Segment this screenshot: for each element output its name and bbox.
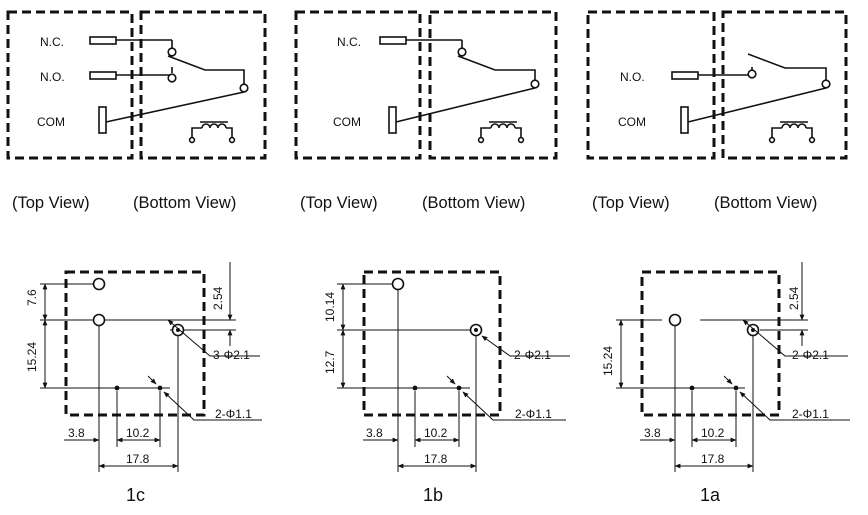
arm-pivot bbox=[239, 83, 249, 93]
bottom-view-caption: (Bottom View) bbox=[714, 194, 817, 212]
coil-symbol bbox=[768, 121, 816, 144]
nc-label: N.C. bbox=[337, 35, 361, 49]
nc-pin bbox=[379, 36, 407, 45]
dim-top-v: 7.6 bbox=[25, 289, 39, 306]
dim-left-v: 15.24 bbox=[601, 346, 615, 376]
hole-small bbox=[456, 385, 462, 391]
com-label: COM bbox=[333, 115, 361, 129]
arm-pivot bbox=[821, 79, 831, 89]
dim-left-v: 15.24 bbox=[25, 342, 39, 372]
hole-large bbox=[668, 313, 682, 327]
no-label: N.O. bbox=[40, 70, 65, 84]
footprint-1b: 10.14 12.7 2-Φ2.1 2-Φ1.1 3.8 10.2 17.8 1… bbox=[323, 270, 570, 505]
bottom-view-box bbox=[139, 10, 267, 160]
bottom-view-box bbox=[428, 10, 558, 160]
hole-small bbox=[689, 385, 695, 391]
top-view-box bbox=[586, 10, 716, 160]
nc-contact bbox=[167, 47, 177, 57]
dim-right-v: 2.54 bbox=[787, 286, 801, 310]
dim-top-v: 10.14 bbox=[323, 292, 337, 322]
hole-small bbox=[157, 385, 163, 391]
com-pin bbox=[680, 106, 689, 134]
com-label: COM bbox=[37, 115, 65, 129]
bottom-view-box bbox=[721, 10, 848, 160]
top-view-caption: (Top View) bbox=[300, 194, 378, 212]
footprint-caption: 1a bbox=[700, 485, 721, 505]
hole-large bbox=[92, 313, 106, 327]
nc-label: N.C. bbox=[40, 35, 64, 49]
coil-symbol bbox=[188, 121, 236, 144]
outline-box bbox=[640, 270, 781, 417]
schematic-1c: N.C. N.O. COM (Top View) (Bottom View) bbox=[6, 10, 267, 212]
hole-spec-small: 2-Φ1.1 bbox=[215, 407, 252, 421]
outline-box bbox=[362, 270, 502, 417]
no-pin bbox=[671, 71, 699, 80]
dim-h3: 17.8 bbox=[126, 452, 150, 466]
top-view-caption: (Top View) bbox=[12, 194, 90, 212]
hole-spec-small: 2-Φ1.1 bbox=[515, 407, 552, 421]
no-label: N.O. bbox=[620, 70, 645, 84]
footprint-1a: 15.24 2.54 2-Φ2.1 2-Φ1.1 3.8 10.2 17.8 1… bbox=[601, 262, 850, 505]
top-view-box bbox=[294, 10, 422, 160]
no-contact bbox=[167, 73, 177, 83]
hole-spec-large: 2-Φ2.1 bbox=[792, 348, 829, 362]
com-label: COM bbox=[618, 115, 646, 129]
bottom-view-caption: (Bottom View) bbox=[422, 194, 525, 212]
dim-h2: 10.2 bbox=[701, 426, 725, 440]
dim-h2: 10.2 bbox=[424, 426, 448, 440]
hole-small bbox=[412, 385, 418, 391]
com-pin bbox=[388, 106, 397, 134]
dim-h1: 3.8 bbox=[644, 426, 661, 440]
arm-pivot bbox=[530, 79, 540, 89]
hole-spec-large: 2-Φ2.1 bbox=[514, 348, 551, 362]
footprint-1c: 7.6 15.24 2.54 3-Φ2.1 2-Φ1.1 3.8 10.2 17… bbox=[25, 262, 262, 505]
hole-large bbox=[92, 277, 106, 291]
schematic-1a: N.O. COM (Top View) (Bottom View) bbox=[586, 10, 848, 212]
footprint-caption: 1c bbox=[126, 485, 145, 505]
footprint-caption: 1b bbox=[423, 485, 443, 505]
nc-pin bbox=[89, 36, 117, 45]
top-view-box bbox=[6, 10, 134, 160]
hole-small bbox=[114, 385, 120, 391]
hole-large bbox=[391, 277, 405, 291]
com-pin bbox=[98, 106, 107, 134]
dim-left-v: 12.7 bbox=[323, 350, 337, 374]
bottom-view-caption: (Bottom View) bbox=[133, 194, 236, 212]
nc-contact bbox=[457, 47, 467, 57]
no-pin bbox=[89, 71, 117, 80]
dim-h1: 3.8 bbox=[68, 426, 85, 440]
hole-small bbox=[733, 385, 739, 391]
hole-spec-large: 3-Φ2.1 bbox=[213, 348, 250, 362]
dim-h2: 10.2 bbox=[126, 426, 150, 440]
coil-symbol bbox=[477, 121, 525, 144]
dim-h3: 17.8 bbox=[424, 452, 448, 466]
dim-h3: 17.8 bbox=[701, 452, 725, 466]
hole-spec-small: 2-Φ1.1 bbox=[792, 407, 829, 421]
dim-h1: 3.8 bbox=[366, 426, 383, 440]
dim-right-v: 2.54 bbox=[211, 286, 225, 310]
top-view-caption: (Top View) bbox=[592, 194, 670, 212]
schematic-1b: N.C. COM (Top View) (Bottom View) bbox=[294, 10, 558, 212]
outline-box bbox=[64, 270, 206, 417]
no-contact bbox=[747, 69, 757, 79]
